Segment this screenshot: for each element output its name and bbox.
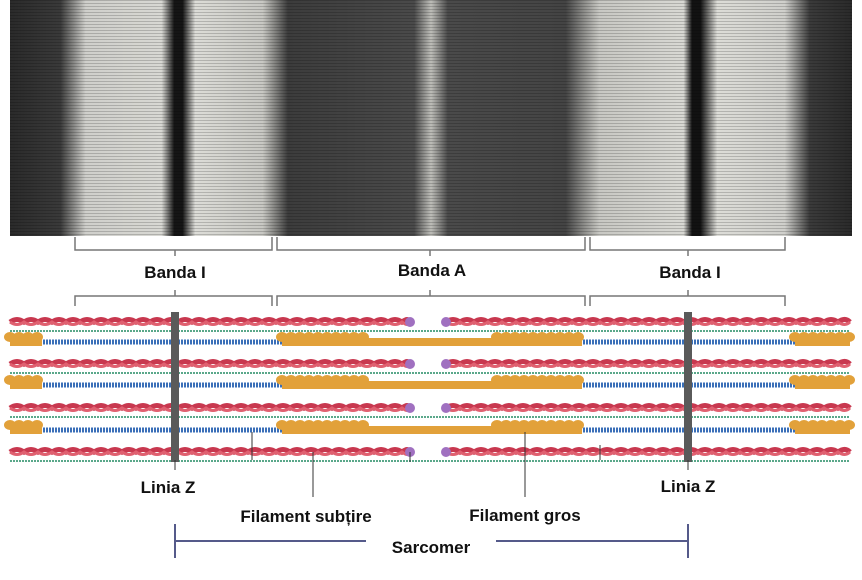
- electron-micrograph: [10, 0, 852, 236]
- filament-cap: [441, 447, 451, 457]
- filament-cap: [441, 317, 451, 327]
- thick-filament-shaft: [365, 381, 500, 389]
- thin-filament-left: [8, 403, 411, 412]
- z-lines: [171, 312, 692, 462]
- thin-filament-left: [9, 450, 410, 456]
- sarcomere-label: Sarcomer: [392, 538, 471, 557]
- thin-filament-right: [444, 317, 852, 326]
- band-i-left-label: Banda I: [144, 263, 205, 282]
- leader-lines: [174, 432, 689, 497]
- thin-filament-left: [9, 406, 410, 412]
- thin-filament-left: [9, 320, 410, 326]
- thin-filament-label: Filament subțire: [240, 507, 371, 526]
- myosin-heads: [497, 426, 582, 434]
- filament-cap: [405, 403, 415, 413]
- thin-filament-right: [444, 403, 852, 412]
- thin-filament-left: [9, 362, 410, 368]
- myosin-heads: [282, 338, 368, 346]
- thin-filament-left: [8, 359, 411, 368]
- filament-cap: [405, 359, 415, 369]
- thin-filament-right: [445, 320, 852, 326]
- filament-cap: [405, 317, 415, 327]
- myosin-heads: [282, 381, 368, 389]
- myosin-heads: [282, 426, 368, 434]
- myosin-heads: [795, 381, 850, 389]
- z-line-right-label: Linia Z: [661, 477, 716, 496]
- myosin-heads: [795, 426, 850, 434]
- band-brackets: [74, 237, 786, 306]
- myosin-heads: [10, 381, 42, 389]
- myosin-heads: [10, 426, 42, 434]
- filament-cap: [441, 359, 451, 369]
- z-line-left-label: Linia Z: [141, 478, 196, 497]
- thin-filament-right: [445, 406, 852, 412]
- thin-filament-left: [8, 447, 411, 456]
- thick-filament-shaft: [365, 338, 500, 346]
- sarcomere-bracket: [174, 524, 689, 558]
- z-line-left: [171, 312, 179, 462]
- filament-array: [4, 317, 855, 462]
- myosin-heads: [795, 338, 850, 346]
- thick-filament-label: Filament gros: [469, 506, 580, 525]
- myosin-heads: [10, 338, 42, 346]
- myosin-heads: [497, 381, 582, 389]
- thin-filament-left: [8, 317, 411, 326]
- myosin-heads: [497, 338, 582, 346]
- z-line-right: [684, 312, 692, 462]
- thin-filament-right: [445, 450, 852, 456]
- band-i-right-label: Banda I: [659, 263, 720, 282]
- thin-filament-right: [444, 447, 852, 456]
- thin-filament-right: [444, 359, 852, 368]
- thin-filament-right: [445, 362, 852, 368]
- filament-cap: [441, 403, 451, 413]
- band-a-label: Banda A: [398, 261, 466, 280]
- thick-filament-shaft: [365, 426, 500, 434]
